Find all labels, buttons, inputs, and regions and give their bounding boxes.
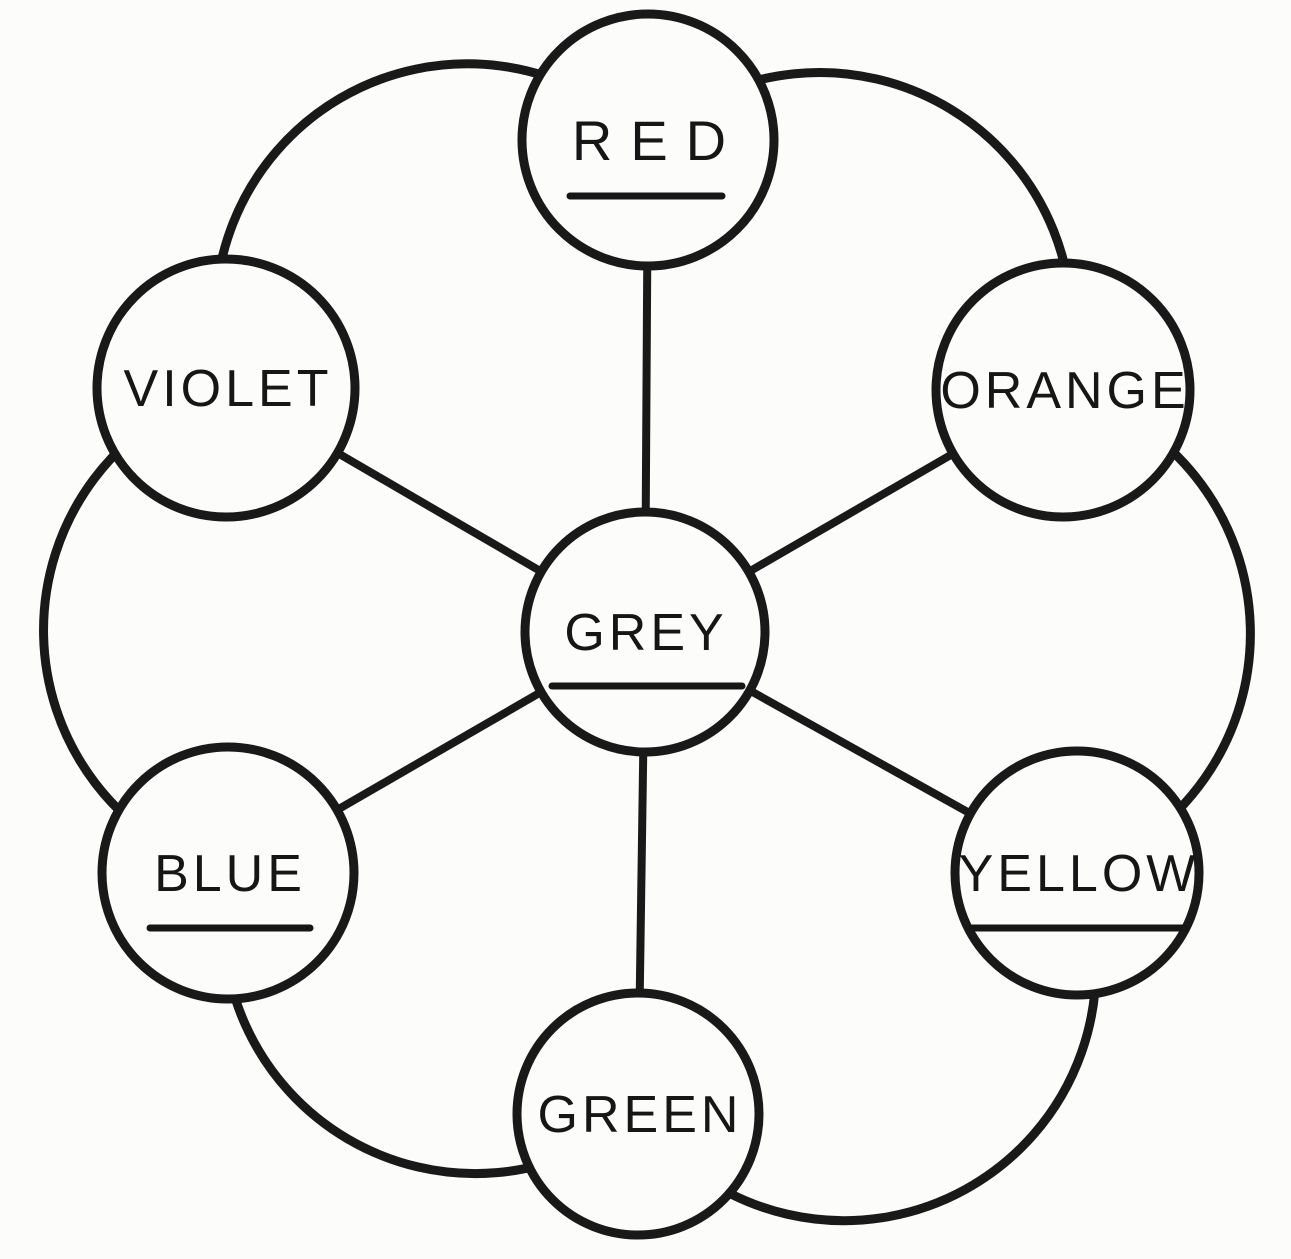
node-green: GREEN <box>512 988 764 1240</box>
grey-circle <box>520 507 770 757</box>
red-label: RED <box>572 109 744 172</box>
yellow-label: YELLOW <box>959 845 1200 903</box>
node-violet: VIOLET <box>92 254 360 522</box>
orange-label: ORANGE <box>940 362 1189 420</box>
red-circle <box>517 9 779 271</box>
green-label: GREEN <box>538 1086 743 1144</box>
blue-circle <box>97 742 359 1004</box>
node-yellow: YELLOW <box>950 746 1204 1000</box>
grey-label: GREY <box>564 604 727 662</box>
node-grey: GREY <box>520 507 770 757</box>
node-orange: ORANGE <box>931 258 1195 522</box>
node-blue: BLUE <box>97 742 359 1004</box>
violet-label: VIOLET <box>124 360 333 418</box>
node-red: RED <box>517 9 779 271</box>
yellow-circle <box>950 746 1204 1000</box>
blue-label: BLUE <box>154 845 306 903</box>
orange-circle <box>931 258 1195 522</box>
violet-circle <box>92 254 360 522</box>
green-circle <box>512 988 764 1240</box>
